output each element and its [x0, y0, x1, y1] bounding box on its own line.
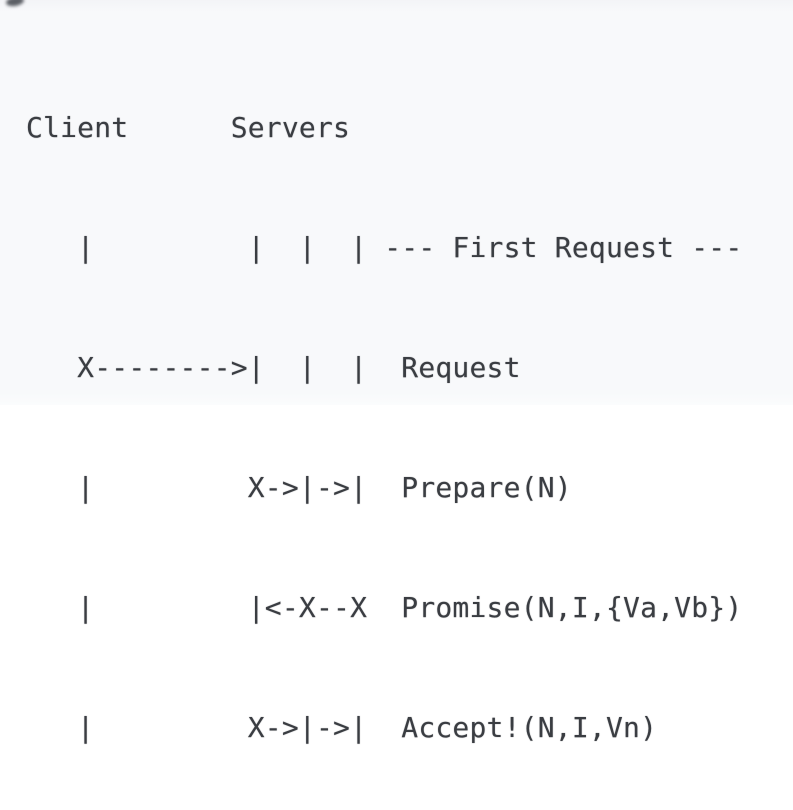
- accept-message-row: | X->|->| Accept!(N,I,Vn): [26, 711, 658, 744]
- paxos-sequence-diagram-screen: Client Servers | | | | --- First Request…: [0, 0, 793, 744]
- video-smudge-artifact: [5, 0, 25, 8]
- first-request-divider-row: | | | | --- First Request ---: [26, 231, 743, 264]
- ascii-sequence-diagram: Client Servers | | | | --- First Request…: [26, 28, 742, 810]
- prepare-message-row: | X->|->| Prepare(N): [26, 471, 572, 504]
- promise-message-row: | |<-X--X Promise(N,I,{Va,Vb}): [26, 591, 743, 624]
- actors-header-row: Client Servers: [26, 111, 351, 144]
- request-message-row: X-------->| | | Request: [26, 351, 521, 384]
